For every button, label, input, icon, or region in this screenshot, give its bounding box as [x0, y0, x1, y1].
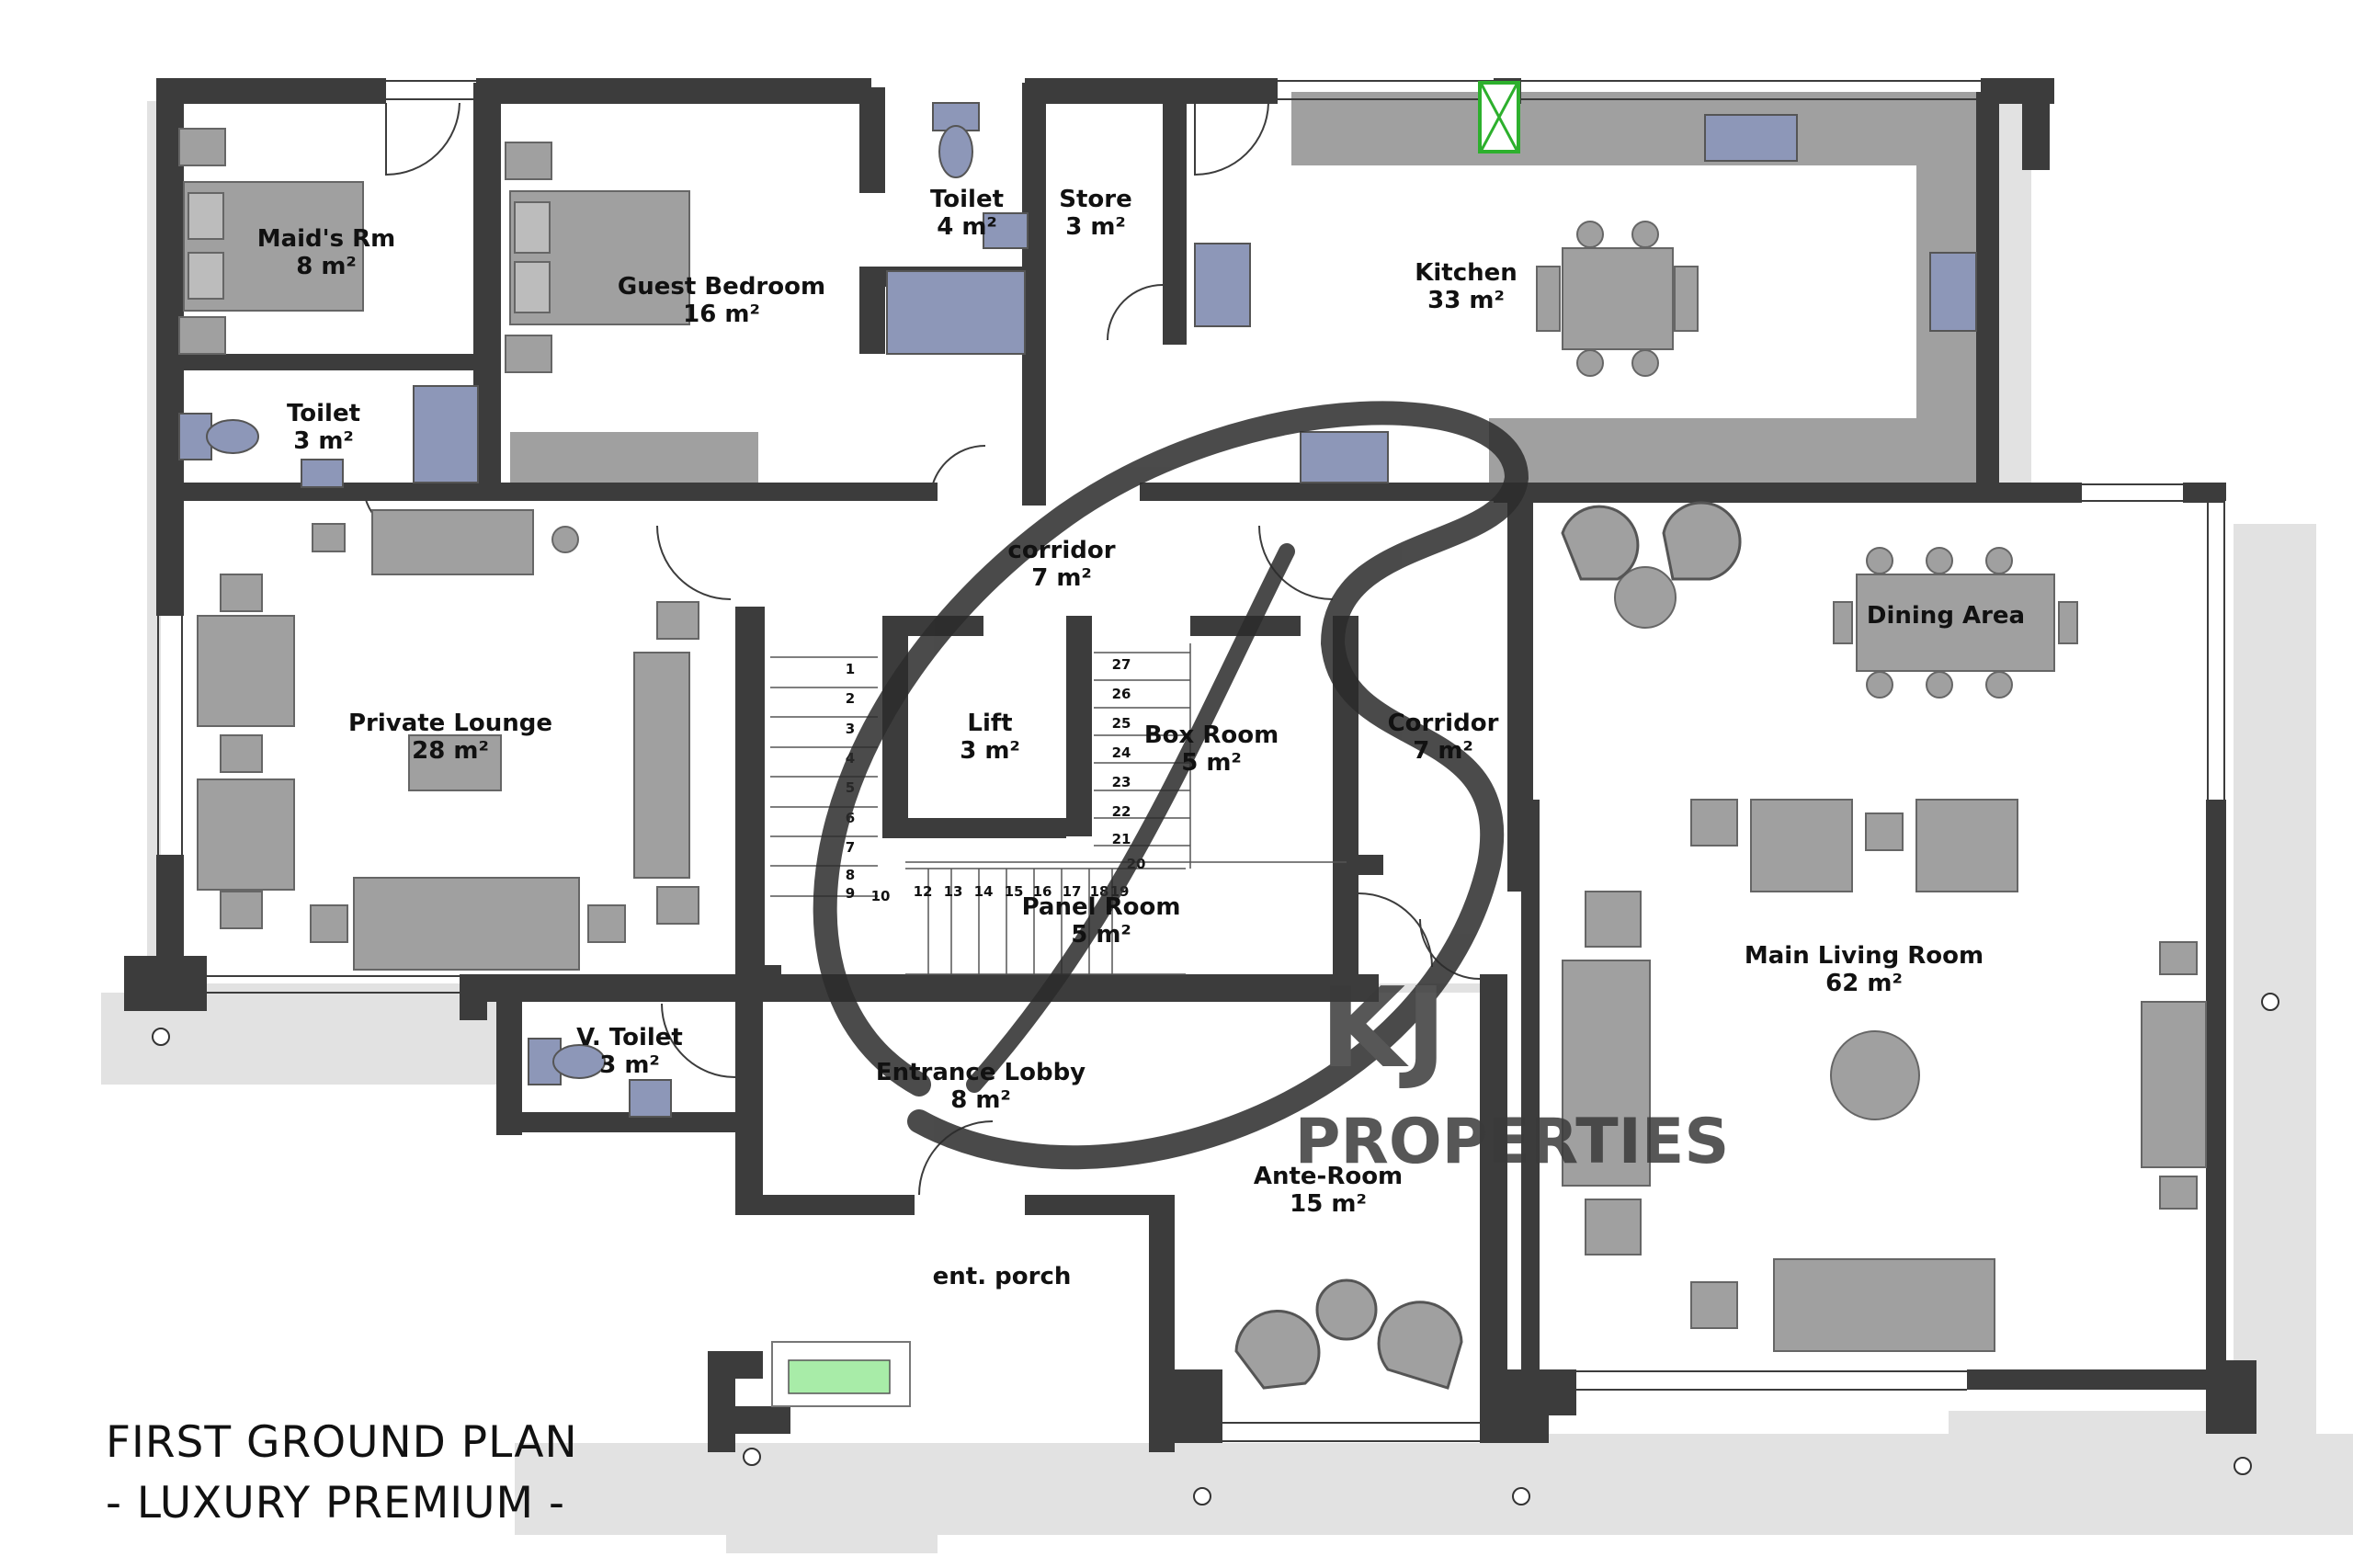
stair-step-16: 16 — [1033, 883, 1052, 900]
stair-step-7: 7 — [846, 839, 855, 856]
stair-step-17: 17 — [1063, 883, 1082, 900]
stair-step-14: 14 — [974, 883, 994, 900]
ante-room-name: Ante-Room — [1254, 1163, 1403, 1190]
visitor-toilet-name: V. Toilet — [576, 1024, 683, 1051]
kitchen-name: Kitchen — [1415, 259, 1518, 287]
store-name: Store — [1059, 186, 1131, 213]
store-area: 3 m² — [1065, 213, 1126, 241]
stair-step-15: 15 — [1005, 883, 1024, 900]
watermark-initials: KJ — [1320, 965, 1447, 1093]
watermark-brand: PROPERTIES — [1295, 1106, 1730, 1178]
stair-step-21: 21 — [1112, 831, 1131, 847]
entrance-lobby-name: Entrance Lobby — [876, 1059, 1086, 1086]
sanitary-fixtures — [178, 102, 1977, 1118]
visitor-toilet-area: 3 m² — [599, 1051, 660, 1079]
panel-room-name: Panel Room — [1022, 893, 1181, 921]
guest-bed — [505, 142, 690, 373]
plan-title: FIRST GROUND PLAN — [106, 1417, 578, 1468]
guest-bedroom-wardrobe — [510, 432, 758, 487]
corridor-right-name: Corridor — [1388, 710, 1499, 737]
maids-room-bed — [178, 128, 364, 355]
kj-properties-watermark: KJ PROPERTIES — [813, 401, 1730, 1178]
stair-step-26: 26 — [1112, 686, 1131, 702]
corridor-upper-area: 7 m² — [1031, 564, 1092, 592]
kitchen-vent-cross — [1480, 84, 1518, 151]
toilet-upper-area: 4 m² — [937, 213, 997, 241]
guest-bedroom-name: Guest Bedroom — [618, 273, 825, 301]
windows — [157, 80, 2225, 1442]
stair-step-24: 24 — [1112, 744, 1131, 761]
panel-room-area: 5 m² — [1071, 921, 1131, 949]
main-living-furniture — [1562, 799, 2207, 1352]
main-living-room-name: Main Living Room — [1745, 942, 1984, 970]
stair-step-25: 25 — [1112, 715, 1131, 732]
stair-step-3: 3 — [846, 721, 855, 737]
lift-name: Lift — [967, 710, 1012, 737]
corridor-upper-name: corridor — [1007, 537, 1115, 564]
ante-room-area: 15 m² — [1290, 1190, 1367, 1218]
box-room-area: 5 m² — [1181, 749, 1242, 777]
column-markers — [152, 993, 2279, 1506]
toilet-maid-name: Toilet — [287, 400, 360, 427]
stair-step-10: 10 — [871, 888, 891, 904]
kitchen-table — [1536, 221, 1699, 377]
stair-step-12: 12 — [914, 883, 933, 900]
dining-table — [1614, 547, 2078, 699]
box-room-name: Box Room — [1144, 722, 1279, 749]
guest-bedroom-area: 16 m² — [683, 301, 760, 328]
stair-step-13: 13 — [944, 883, 963, 900]
private-lounge-name: Private Lounge — [348, 710, 552, 737]
entrance-lobby-area: 8 m² — [950, 1086, 1011, 1114]
watermark-swirl-icon — [813, 401, 1529, 1170]
stair-step-23: 23 — [1112, 774, 1131, 790]
maids-room-name: Maid's Rm — [257, 225, 396, 253]
ante-room-furniture — [1234, 1278, 1463, 1390]
plan-subtitle: - LUXURY PREMIUM - — [106, 1478, 566, 1528]
maids-room-area: 8 m² — [296, 253, 357, 280]
dining-area-name: Dining Area — [1867, 602, 2025, 630]
stair-step-27: 27 — [1112, 656, 1131, 673]
private-lounge-area: 28 m² — [412, 737, 489, 765]
kitchen-counter — [1291, 92, 1985, 487]
stair-step-1: 1 — [846, 661, 855, 677]
lounge-chairs — [1561, 501, 1742, 581]
stair-step-2: 2 — [846, 690, 855, 707]
room-labels: Maid's Rm 8 m² Guest Bedroom 16 m² Toile… — [257, 186, 2025, 1290]
private-lounge-furniture — [197, 509, 699, 971]
entrance-porch-name: ent. porch — [933, 1263, 1072, 1290]
toilet-maid-area: 3 m² — [293, 427, 354, 455]
main-living-room-area: 62 m² — [1825, 970, 1903, 997]
kitchen-area: 33 m² — [1427, 287, 1505, 314]
stair-step-8: 8 — [846, 867, 855, 883]
stair-step-22: 22 — [1112, 803, 1131, 820]
porch-planter-green — [788, 1359, 891, 1394]
lift-area: 3 m² — [960, 737, 1020, 765]
walls — [124, 78, 2256, 1452]
toilet-upper-name: Toilet — [930, 186, 1004, 213]
stair-step-9: 9 — [846, 885, 855, 902]
corridor-right-area: 7 m² — [1413, 737, 1473, 765]
